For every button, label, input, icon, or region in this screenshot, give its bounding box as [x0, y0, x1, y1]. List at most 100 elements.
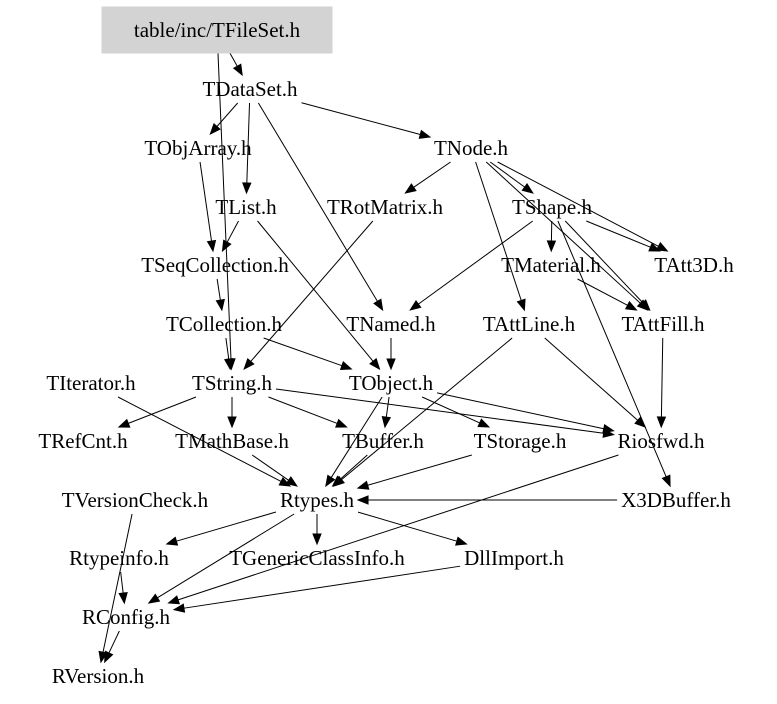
- edge-line: [544, 337, 639, 421]
- node-TList[interactable]: TList.h: [215, 195, 277, 219]
- node-TMaterial[interactable]: TMaterial.h: [501, 253, 601, 277]
- edge-line: [497, 161, 659, 247]
- node-label: TCollection.h: [166, 312, 283, 336]
- edge-TObjArray-to-TSeqCollection: [199, 161, 217, 253]
- node-TDataSet[interactable]: TDataSet.h: [202, 77, 298, 101]
- node-label: TList.h: [215, 195, 277, 219]
- node-TAttLine[interactable]: TAttLine.h: [483, 312, 576, 336]
- edge-line: [577, 278, 628, 306]
- edge-line: [413, 161, 451, 188]
- node-TRefCnt[interactable]: TRefCnt.h: [38, 429, 128, 453]
- edge-line: [199, 161, 213, 242]
- edge-line: [418, 220, 534, 305]
- arrowhead: [147, 593, 161, 604]
- node-TString[interactable]: TString.h: [192, 371, 272, 395]
- node-Rtypeinfo[interactable]: Rtypeinfo.h: [69, 546, 169, 570]
- node-Riosfwd[interactable]: Riosfwd.h: [618, 429, 705, 453]
- arrowhead: [546, 240, 557, 253]
- node-label: RVersion.h: [52, 664, 145, 688]
- arrowhead: [242, 182, 252, 195]
- edge-line: [177, 454, 619, 601]
- node-TObjArray[interactable]: TObjArray.h: [144, 136, 252, 160]
- arrowhead: [243, 357, 255, 371]
- node-RConfig[interactable]: RConfig.h: [82, 605, 171, 629]
- node-TMathBase[interactable]: TMathBase.h: [175, 429, 289, 453]
- node-label: TRefCnt.h: [38, 429, 128, 453]
- arrowhead: [221, 239, 232, 253]
- arrowhead: [648, 242, 661, 252]
- node-label: table/inc/TFileSet.h: [134, 18, 301, 42]
- edge-TStorage-to-Rtypes: [356, 454, 472, 490]
- arrowhead: [477, 418, 491, 428]
- edge-line: [117, 396, 282, 482]
- node-TAttFill[interactable]: TAttFill.h: [622, 312, 705, 336]
- node-TCollection[interactable]: TCollection.h: [166, 312, 283, 336]
- edge-TDataSet-to-TNamed: [257, 102, 384, 312]
- arrowhead: [639, 299, 651, 311]
- edge-line: [263, 337, 343, 367]
- edge-TShape-to-TMaterial: [546, 220, 557, 253]
- edge-line: [217, 52, 232, 360]
- edge-line: [557, 220, 667, 477]
- arrowhead: [206, 239, 217, 253]
- node-label: RConfig.h: [82, 605, 171, 629]
- node-TIterator[interactable]: TIterator.h: [46, 371, 136, 395]
- arrowhead: [602, 423, 615, 434]
- node-label: TRotMatrix.h: [327, 195, 444, 219]
- node-label: TDataSet.h: [202, 77, 298, 101]
- edge-TCollection-to-TString: [223, 337, 234, 371]
- node-TRotMatrix[interactable]: TRotMatrix.h: [327, 195, 444, 219]
- edge-Rtypes-to-RConfig: [147, 513, 295, 604]
- node-TStorage[interactable]: TStorage.h: [474, 429, 567, 453]
- arrowhead: [172, 603, 186, 613]
- node-label: TMaterial.h: [501, 253, 601, 277]
- edge-TBuffer-to-Rtypes: [331, 454, 368, 487]
- edge-Rtypeinfo-to-RConfig: [118, 571, 128, 605]
- node-TNamed[interactable]: TNamed.h: [346, 312, 436, 336]
- node-Rtypes[interactable]: Rtypes.h: [280, 488, 355, 512]
- arrowhead: [381, 415, 392, 429]
- edge-line: [475, 161, 522, 301]
- edge-TObject-to-Riosfwd: [436, 392, 615, 434]
- arrowhead: [117, 418, 131, 428]
- edge-line: [257, 220, 374, 362]
- arrowhead: [104, 650, 114, 664]
- node-TNode[interactable]: TNode.h: [434, 136, 509, 160]
- node-TFileSet[interactable]: table/inc/TFileSet.h: [101, 6, 333, 54]
- edge-X3DBuffer-to-Rtypes: [356, 495, 618, 505]
- arrowhead: [227, 416, 237, 429]
- edge-TShape-to-X3DBuffer: [557, 220, 671, 488]
- node-label: X3DBuffer.h: [621, 488, 731, 512]
- edge-line: [102, 513, 133, 653]
- edge-line: [183, 565, 461, 609]
- arrowhead: [655, 241, 669, 252]
- node-TShape[interactable]: TShape.h: [512, 195, 592, 219]
- node-X3DBuffer[interactable]: X3DBuffer.h: [621, 488, 731, 512]
- arrowhead: [373, 298, 384, 312]
- node-TObject[interactable]: TObject.h: [349, 371, 434, 395]
- edge-line: [339, 454, 368, 480]
- node-TSeqCollection[interactable]: TSeqCollection.h: [141, 253, 289, 277]
- node-label: TIterator.h: [46, 371, 136, 395]
- edge-line: [275, 388, 604, 434]
- node-label: Rtypeinfo.h: [69, 546, 169, 570]
- arrowhead: [356, 495, 369, 505]
- root-node-box: [101, 6, 333, 54]
- arrowhead: [167, 595, 181, 605]
- node-TVersionCheck[interactable]: TVersionCheck.h: [62, 488, 209, 512]
- edge-Riosfwd-to-RConfig: [167, 454, 619, 605]
- edge-line: [564, 220, 644, 304]
- edge-TString-to-TRefCnt: [117, 396, 197, 428]
- node-RVersion[interactable]: RVersion.h: [52, 664, 145, 688]
- node-DllImport[interactable]: DllImport.h: [464, 546, 564, 570]
- edge-line: [120, 571, 124, 594]
- node-TAtt3D[interactable]: TAtt3D.h: [654, 253, 734, 277]
- arrowhead: [656, 416, 667, 429]
- node-TGenericClassInfo[interactable]: TGenericClassInfo.h: [229, 546, 405, 570]
- node-TBuffer[interactable]: TBuffer.h: [342, 429, 424, 453]
- edge-TNode-to-TAtt3D: [497, 161, 669, 252]
- edge-TAttLine-to-Riosfwd: [544, 337, 647, 428]
- arrowhead: [369, 357, 381, 371]
- arrowhead: [335, 418, 348, 428]
